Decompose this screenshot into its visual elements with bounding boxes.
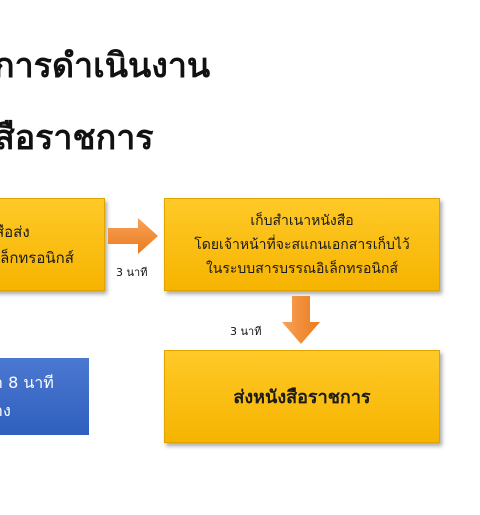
step-box-send: สือส่ง เล็กทรอนิกส์ — [0, 198, 105, 291]
step-box-send-line-1: สือส่ง — [0, 222, 30, 241]
arrow-right-icon — [108, 218, 158, 254]
title-line-1: การดำเนินงาน — [0, 46, 211, 86]
step-box-archive-line-1: เก็บสำเนาหนังสือ — [250, 212, 354, 229]
step-box-archive-line-2: โดยเจ้าหน้าที่จะสแกนเอกสารเก็บไว้ — [194, 236, 410, 253]
title-line-2: สือราชการ — [0, 118, 154, 158]
step-box-dispatch-label: ส่งหนังสือราชการ — [233, 387, 371, 408]
step-box-dispatch: ส่งหนังสือราชการ — [164, 350, 440, 443]
step-box-archive: เก็บสำเนาหนังสือ โดยเจ้าหน้าที่จะสแกนเอก… — [164, 198, 440, 291]
step-box-archive-line-3: ในระบบสารบรรณอิเล็กทรอนิกส์ — [205, 260, 399, 277]
summary-box: า 8 นาที าง — [0, 358, 89, 435]
time-label-2: 3 นาที — [230, 325, 262, 338]
arrow-down-icon — [282, 296, 320, 344]
time-label-1: 3 นาที — [116, 266, 148, 279]
summary-box-line-1: า 8 นาที — [0, 372, 54, 392]
step-box-send-line-2: เล็กทรอนิกส์ — [0, 248, 74, 267]
summary-box-line-2: าง — [0, 400, 11, 420]
